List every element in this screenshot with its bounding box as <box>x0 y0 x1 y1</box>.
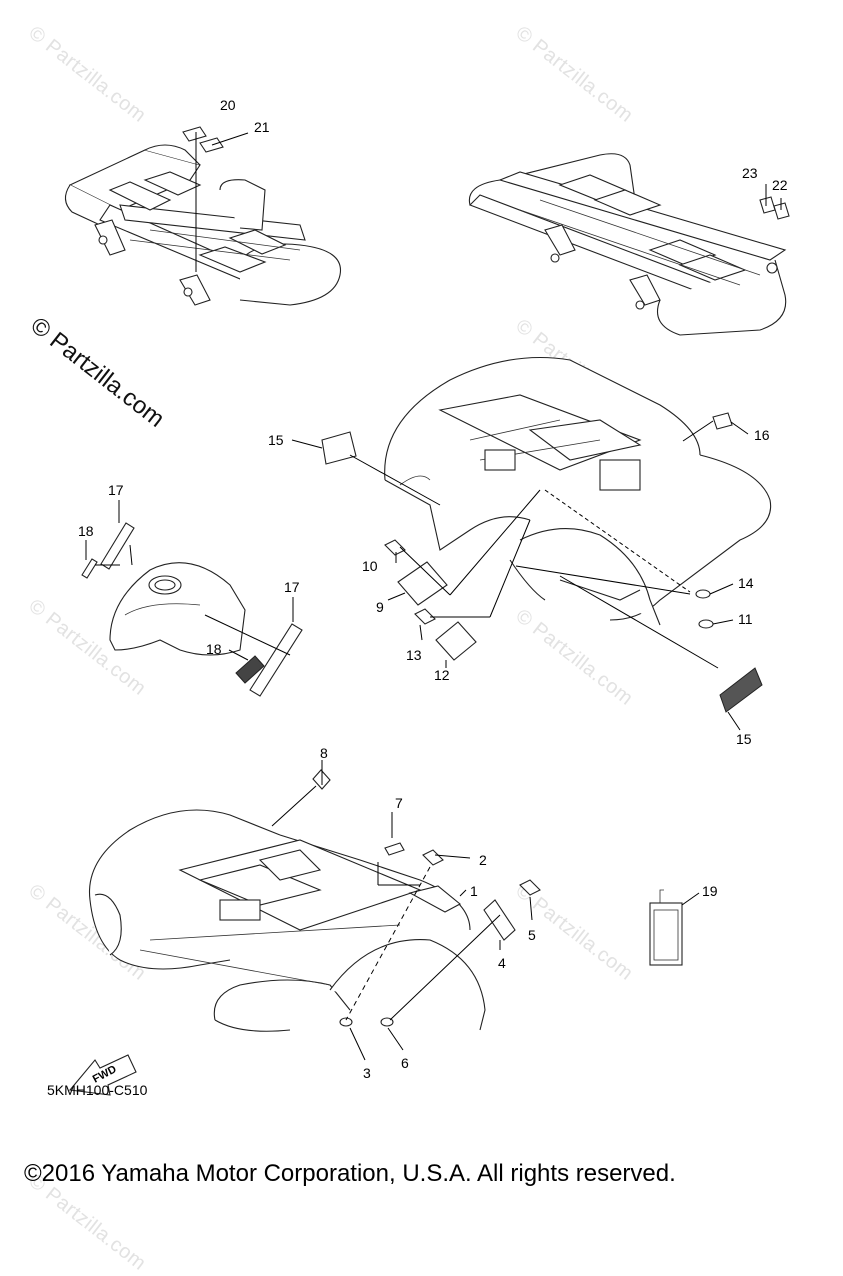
part-15-upper-label <box>321 431 357 465</box>
part-20-label <box>182 126 207 142</box>
part-21-label <box>199 137 224 153</box>
tank-cover <box>109 562 246 656</box>
callout-4: 4 <box>498 955 506 971</box>
callout-23: 23 <box>742 165 758 181</box>
part-4-plate <box>483 899 516 941</box>
callout-21: 21 <box>254 119 270 135</box>
copyright-notice: ©2016 Yamaha Motor Corporation, U.S.A. A… <box>24 1160 676 1187</box>
rear-carrier <box>468 153 787 336</box>
rear-fender <box>384 356 772 626</box>
callouts: 20 21 23 22 15 16 17 18 17 18 10 9 13 12… <box>78 97 788 1081</box>
callout-11: 11 <box>738 611 753 627</box>
callout-5: 5 <box>528 927 536 943</box>
callout-12: 12 <box>434 667 450 683</box>
callout-19: 19 <box>702 883 718 899</box>
part-23-label <box>759 196 776 214</box>
part-5-bolt <box>519 879 541 896</box>
front-carrier <box>64 144 342 306</box>
callout-17: 17 <box>284 579 300 595</box>
part-11-grommet <box>698 619 714 629</box>
callout-17: 17 <box>108 482 124 498</box>
callout-18: 18 <box>206 641 222 657</box>
callout-1: 1 <box>470 883 478 899</box>
part-7-label <box>384 842 405 856</box>
callout-7: 7 <box>395 795 403 811</box>
front-fender <box>88 809 486 1032</box>
callout-15: 15 <box>736 731 752 747</box>
callout-10: 10 <box>362 558 378 574</box>
part-3-grommet <box>339 1017 353 1027</box>
parts-diagram: FWD <box>64 97 790 1096</box>
part-14-grommet <box>695 589 711 599</box>
part-12-plate <box>435 621 477 661</box>
callout-14: 14 <box>738 575 754 591</box>
callout-2: 2 <box>479 852 487 868</box>
part-18-right-decal <box>235 655 265 684</box>
diagram-code: 5KMH100-C510 <box>47 1082 148 1098</box>
callout-13: 13 <box>406 647 422 663</box>
part-17-left-strip <box>100 522 135 570</box>
callout-9: 9 <box>376 599 384 615</box>
part-10-bolt <box>384 539 406 556</box>
part-9-plate <box>397 561 448 606</box>
callout-8: 8 <box>320 745 328 761</box>
leader-lines <box>85 132 782 1061</box>
part-1-plate <box>408 885 461 913</box>
callout-16: 16 <box>754 427 770 443</box>
callout-18: 18 <box>78 523 94 539</box>
fwd-arrow-icon: FWD <box>68 1054 137 1096</box>
callout-22: 22 <box>772 177 788 193</box>
part-15-lower-decal <box>719 667 763 713</box>
part-2-bolt <box>422 849 444 866</box>
part-18-left-strip <box>81 558 98 579</box>
callout-3: 3 <box>363 1065 371 1081</box>
callout-6: 6 <box>401 1055 409 1071</box>
part-16-label <box>712 412 733 430</box>
callout-20: 20 <box>220 97 236 113</box>
part-17-right-strip <box>249 623 303 697</box>
part-19-tag <box>649 889 683 966</box>
part-13-bolt <box>414 608 436 625</box>
callout-15: 15 <box>268 432 284 448</box>
